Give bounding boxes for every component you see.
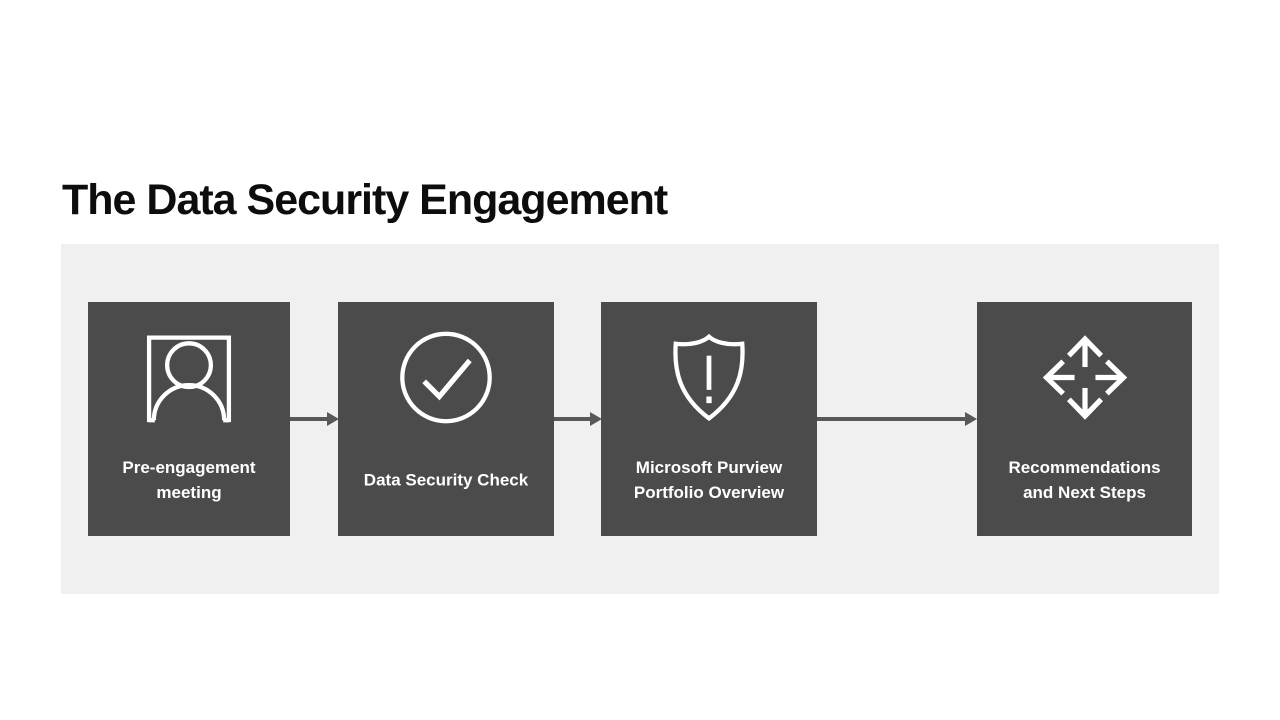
step-box-purview-overview: Microsoft Purview Portfolio Overview — [601, 302, 817, 536]
shield-alert-icon — [662, 330, 757, 425]
check-circle-icon — [399, 330, 494, 425]
step-label: Recommendations and Next Steps — [1008, 458, 1161, 502]
flow-arrow-2 — [554, 417, 590, 421]
step-label: Data Security Check — [363, 470, 529, 490]
flow-arrow-1 — [290, 417, 327, 421]
step-box-recommendations: Recommendations and Next Steps — [977, 302, 1192, 536]
flow-arrow-3 — [817, 417, 965, 421]
step-label: Pre-engagement meeting — [122, 458, 256, 502]
step-box-data-security-check: Data Security Check — [338, 302, 554, 536]
step-label: Microsoft Purview Portfolio Overview — [633, 458, 785, 502]
move-arrows-icon — [1037, 330, 1132, 425]
step-box-pre-engagement: Pre-engagement meeting — [88, 302, 290, 536]
page-title: The Data Security Engagement — [62, 175, 668, 224]
person-frame-icon — [142, 330, 237, 425]
